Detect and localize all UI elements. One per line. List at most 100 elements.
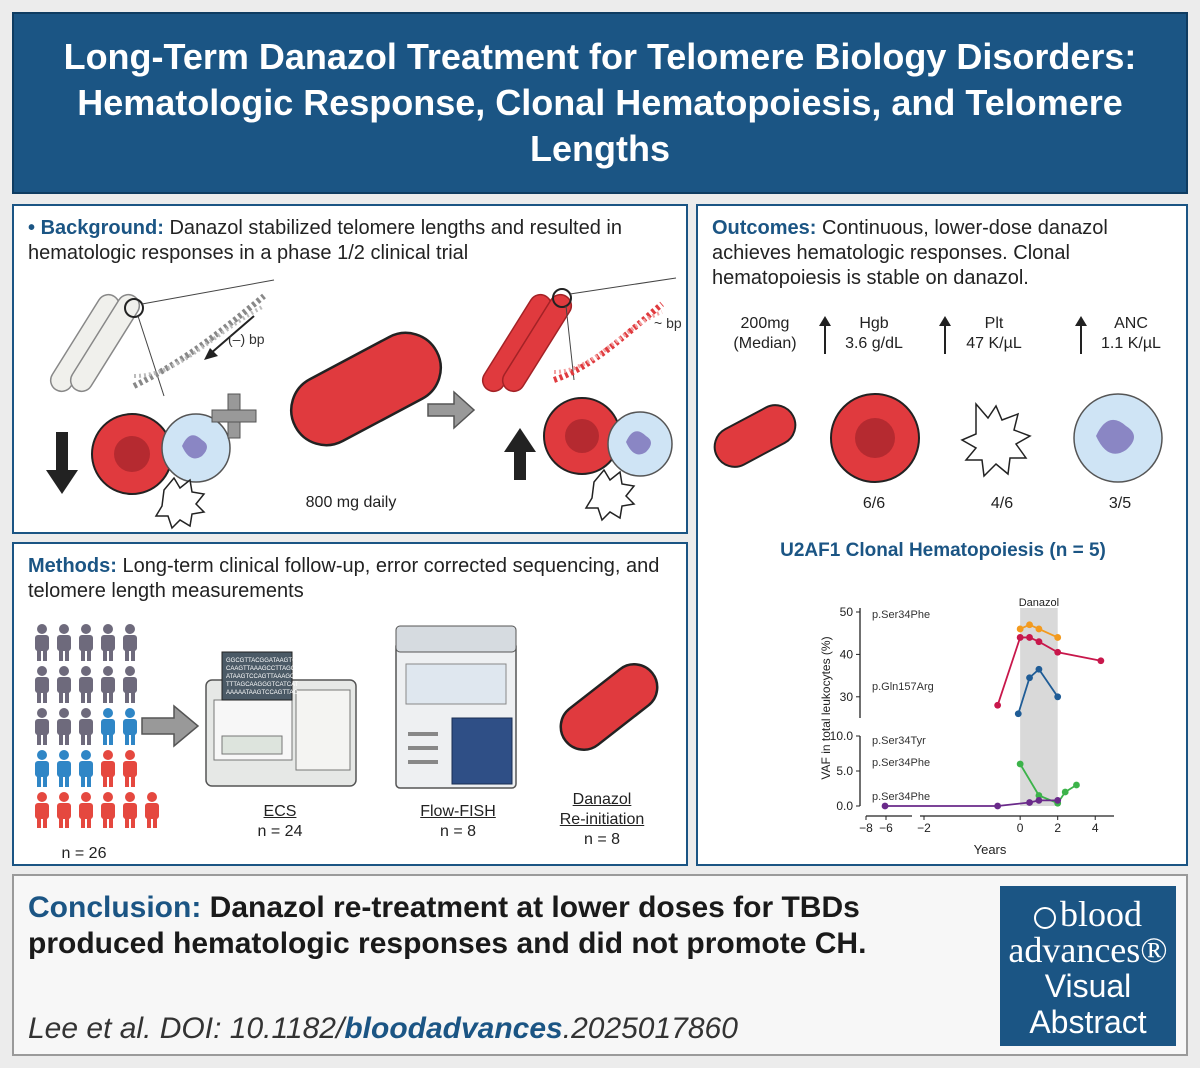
arrow-right-icon [141,704,200,748]
data-point [1035,638,1043,646]
data-point [1054,797,1062,804]
data-point [1035,797,1043,804]
flow-fish-label: Flow-FISH [420,803,496,820]
reinitiation-label-1: Danazol [572,791,632,808]
data-point [1073,781,1080,789]
data-point [1016,760,1024,768]
neutrophil-icon [607,411,673,477]
person-icon [123,750,137,787]
neutrophil-icon [161,413,231,483]
anc-increase: ANC 1.1 K/µL [1101,315,1161,352]
data-point [1016,625,1024,633]
arrow-up-icon [939,316,951,354]
anc-ratio: 3/5 [1108,495,1132,512]
arrow-down-icon [46,432,78,494]
data-point [1054,648,1062,656]
capsule-icon [713,404,797,468]
chart-title: U2AF1 Clonal Hematopoiesis (n = 5) [780,540,1106,561]
y-tick-label: 30 [840,690,854,704]
series-line [1017,667,1059,715]
platelet-icon [584,468,636,522]
chromosome-gray-icon [49,279,275,397]
hgb-increase: Hgb 3.6 g/dL [845,315,903,352]
red-blood-cell-icon [91,413,173,495]
x-tick-label: −2 [917,821,931,835]
y-tick-label: 5.0 [836,764,853,778]
plus-icon [211,393,257,439]
badge-line-3: Visual [1044,968,1132,1004]
sequence-line: AAAAATAAGTCCAGTTAC [226,690,298,696]
red-blood-cell-icon [543,397,621,475]
person-icon [79,708,93,745]
person-icon [101,792,115,828]
x-tick-label: 4 [1092,821,1099,835]
neutrophil-icon [1073,393,1163,483]
data-point [1026,634,1033,641]
arrow-up-icon [819,316,831,354]
series-label: p.Ser34Phe [872,757,930,769]
background-heading: • Background: Danazol stabilized telomer… [28,217,622,264]
data-point [994,701,1002,709]
person-icon [57,666,71,703]
median-dose: 200mg (Median) [733,315,797,352]
platelet-icon [960,401,1032,478]
sequencer-icon: GGCGTTACGGATAAGTCCAAGTTAAAGCCTTAGCAATAAG… [205,651,357,787]
series-line [1019,623,1059,639]
person-icon [101,708,115,745]
data-point [1026,799,1033,806]
person-icon [35,624,49,661]
series-label: p.Gln157Arg [872,681,934,693]
data-point [1026,674,1033,682]
person-icon [123,666,137,703]
person-icon [35,792,49,828]
hgb-ratio: 6/6 [862,495,886,512]
red-blood-cell-icon [830,393,920,483]
arrow-up-icon [1075,316,1087,354]
reinitiation-count: n = 8 [583,831,621,848]
person-icon [35,666,49,703]
arrow-right-icon [427,390,476,430]
background-panel: • Background: Danazol stabilized telomer… [12,204,688,534]
methods-panel: Methods: Long-term clinical follow-up, e… [12,542,688,866]
patient-cohort-icon [35,624,159,828]
data-point [1054,634,1062,641]
flow-cytometer-icon [395,625,517,789]
shaded-region-label: Danazol [1019,597,1059,609]
series-line [996,636,1102,706]
person-icon [123,624,137,661]
ecs-label: ECS [263,803,297,820]
person-icon [35,708,49,745]
person-icon [35,750,49,787]
conclusion-text: Conclusion: Danazol re-treatment at lowe… [28,891,867,960]
person-icon [79,792,93,828]
background-illustration: (–) bp 800 mg daily [46,277,682,530]
data-point [1035,665,1043,673]
data-point [1054,693,1062,701]
y-tick-label: 10.0 [830,729,854,743]
chromosome-red-icon [481,277,677,393]
x-tick-label: −6 [879,821,893,835]
reinitiation-label-2: Re-initiation [559,811,645,828]
person-icon [145,792,159,828]
person-icon [123,792,137,828]
capsule-icon [559,663,659,751]
person-icon [101,750,115,787]
conclusion-panel: Conclusion: Danazol re-treatment at lowe… [12,874,1188,1056]
data-point [881,802,889,810]
society-seal-icon [1033,906,1056,929]
methods-text: Long-term clinical follow-up, error corr… [28,555,660,602]
data-point [1016,634,1024,641]
series-label: p.Ser34Phe [872,791,930,803]
title-banner: Long-Term Danazol Treatment for Telomere… [12,12,1188,194]
sequence-line: CAAGTTAAAGCCTTAGCA [226,666,299,672]
page-title: Long-Term Danazol Treatment for Telomere… [63,36,1137,169]
data-point [1014,710,1022,718]
x-tick-label: −8 [859,821,873,835]
background-text: Danazol stabilized telomere lengths and … [28,217,622,264]
badge-line-4: Abstract [1029,1004,1147,1040]
y-tick-label: 0.0 [836,799,853,813]
person-icon [79,750,93,787]
y-axis-label: VAF in total leukocytes (%) [819,636,833,779]
doi-citation[interactable]: Lee et al. DOI: 10.1182/bloodadvances.20… [28,1012,738,1045]
